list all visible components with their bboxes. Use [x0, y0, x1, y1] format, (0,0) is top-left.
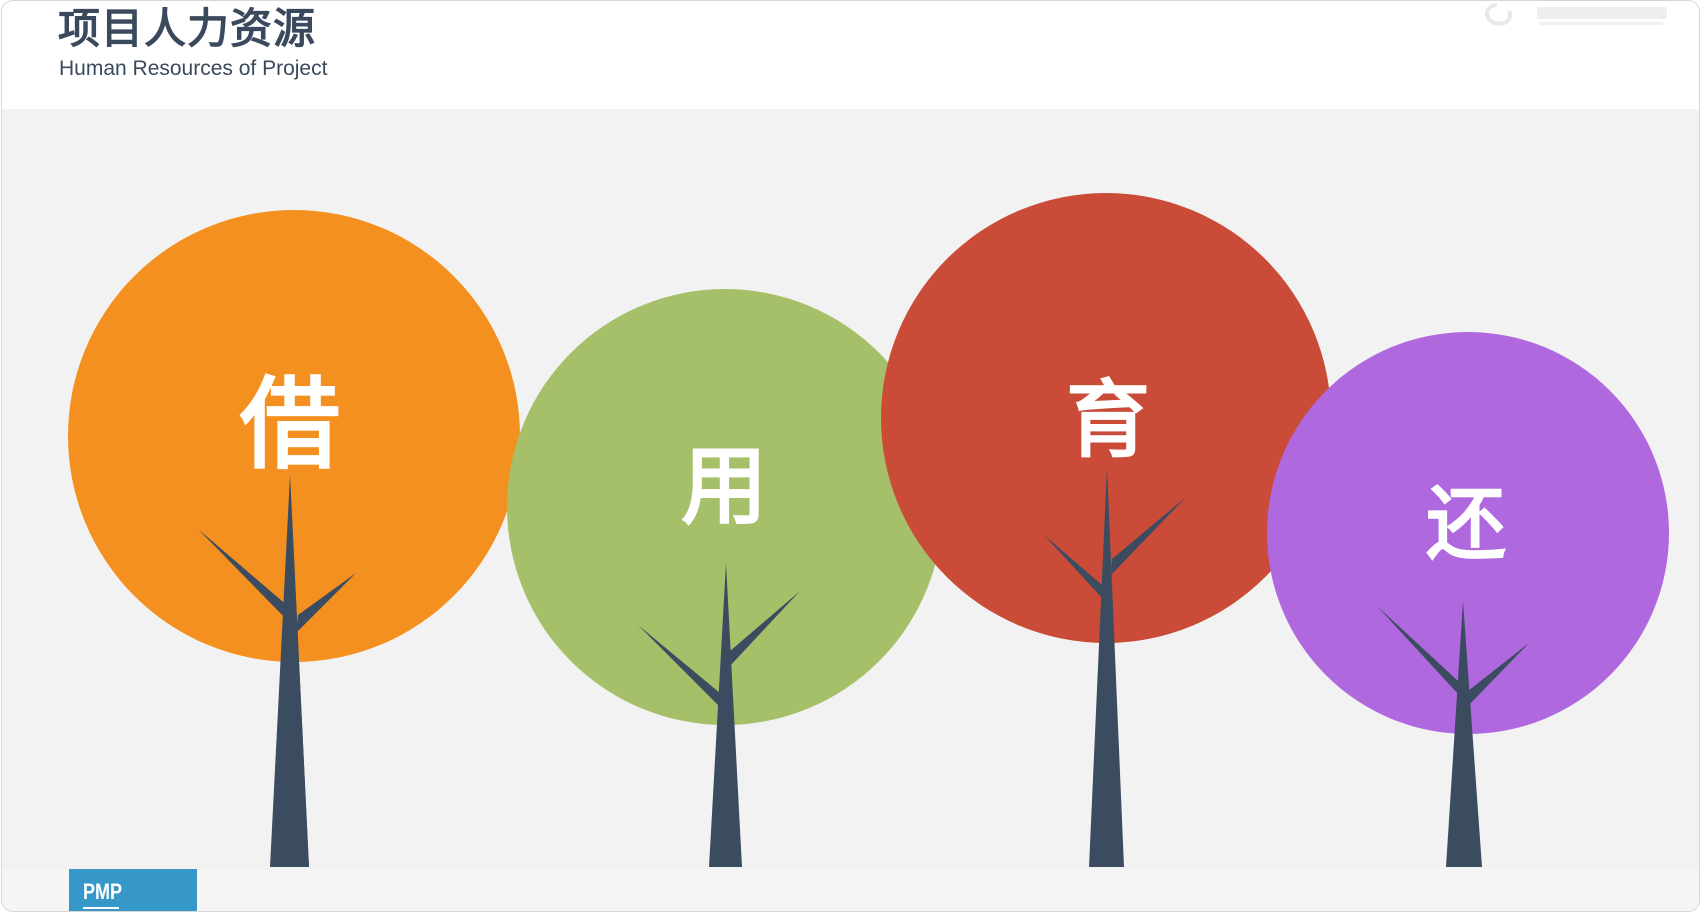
tree-3-trunk	[1089, 467, 1124, 867]
tree-4-label: 还	[1426, 478, 1506, 571]
tree-4: 还	[1267, 332, 1669, 867]
tree-4-trunk	[1446, 601, 1482, 867]
pmp-badge: PMP	[69, 869, 197, 911]
tree-1-trunk-base	[270, 475, 309, 867]
tree-3-branch-right	[1111, 497, 1186, 575]
tree-4-crown	[1267, 332, 1669, 734]
pmp-badge-label: PMP	[83, 879, 123, 904]
tree-2: 用	[507, 289, 943, 867]
tree-1-branch-right	[296, 573, 356, 633]
tree-3-branch-left	[1044, 535, 1103, 599]
tree-2-trunk	[709, 563, 742, 867]
tree-3: 育	[881, 193, 1331, 867]
pmp-badge-underline	[83, 907, 119, 909]
tree-1: 借	[68, 210, 520, 867]
tree-4-branch-left	[1377, 606, 1459, 695]
tree-2-crown	[507, 289, 943, 725]
tree-1-label: 借	[239, 366, 340, 483]
tree-1-branch-left	[198, 529, 290, 623]
tree-4-branch-right	[1467, 643, 1529, 707]
page-title: 项目人力资源	[58, 4, 317, 53]
company-logo-icon	[1485, 3, 1667, 26]
tree-2-branch-right	[729, 591, 800, 667]
tree-2-branch-left	[638, 625, 722, 709]
tree-2-label: 用	[681, 437, 767, 537]
page-subtitle: Human Resources of Project	[59, 57, 328, 80]
slide-floor	[2, 869, 1699, 911]
tree-1-crown	[68, 210, 520, 662]
tree-3-label: 育	[1066, 371, 1150, 469]
tree-3-crown	[881, 193, 1331, 643]
slide-header: 项目人力资源 Human Resources of Project	[2, 1, 1699, 109]
